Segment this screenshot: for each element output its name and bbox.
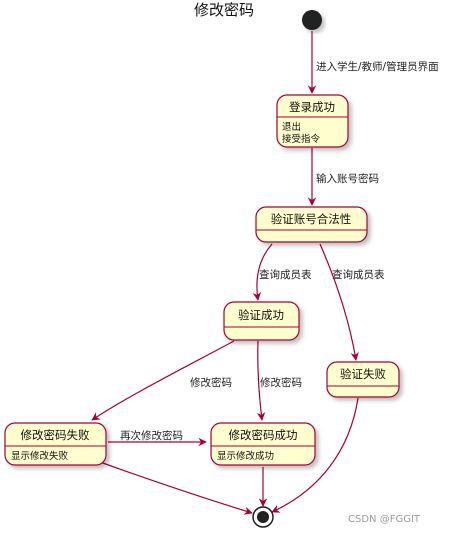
edge-modify2 bbox=[256, 340, 266, 421]
label-enter: 进入学生/教师/管理员界面 bbox=[316, 60, 439, 73]
edge-modify1 bbox=[91, 340, 235, 421]
diagram-title: 修改密码 bbox=[194, 1, 254, 19]
watermark: CSDN @FGGIT bbox=[348, 514, 421, 525]
label-query2: 查询成员表 bbox=[332, 268, 385, 281]
state-change-ok-action: 显示修改成功 bbox=[217, 450, 274, 462]
edge-query1 bbox=[252, 243, 273, 301]
label-modify2: 修改密码 bbox=[260, 376, 302, 389]
label-query1: 查询成员表 bbox=[259, 268, 312, 281]
state-verify-fail: 验证失败 bbox=[326, 361, 400, 398]
state-validate: 验证账号合法性 bbox=[255, 206, 368, 243]
state-change-fail-action: 显示修改失败 bbox=[11, 450, 69, 462]
state-change-fail: 修改密码失败 显示修改失败 bbox=[4, 422, 107, 466]
state-verify-fail-name: 验证失败 bbox=[340, 367, 386, 381]
edge-verifyfail-end bbox=[271, 397, 359, 513]
end-node bbox=[252, 506, 274, 528]
state-change-ok: 修改密码成功 显示修改成功 bbox=[210, 422, 316, 466]
edge-query2 bbox=[319, 243, 359, 361]
state-change-fail-name: 修改密码失败 bbox=[21, 428, 90, 442]
state-login: 登录成功 退出 接受指令 bbox=[276, 94, 349, 148]
state-login-action: 退出 bbox=[282, 121, 301, 133]
state-change-ok-name: 修改密码成功 bbox=[229, 428, 298, 442]
state-verify-ok-name: 验证成功 bbox=[238, 308, 284, 322]
label-input: 输入账号密码 bbox=[316, 172, 379, 185]
start-node bbox=[302, 10, 322, 30]
state-login-name: 登录成功 bbox=[289, 100, 335, 114]
label-retry: 再次修改密码 bbox=[120, 429, 183, 442]
edge-fail-end bbox=[99, 461, 253, 515]
state-login-action: 接受指令 bbox=[282, 133, 321, 145]
state-validate-name: 验证账号合法性 bbox=[271, 212, 352, 226]
label-modify1: 修改密码 bbox=[190, 376, 232, 389]
state-verify-ok: 验证成功 bbox=[223, 301, 300, 341]
